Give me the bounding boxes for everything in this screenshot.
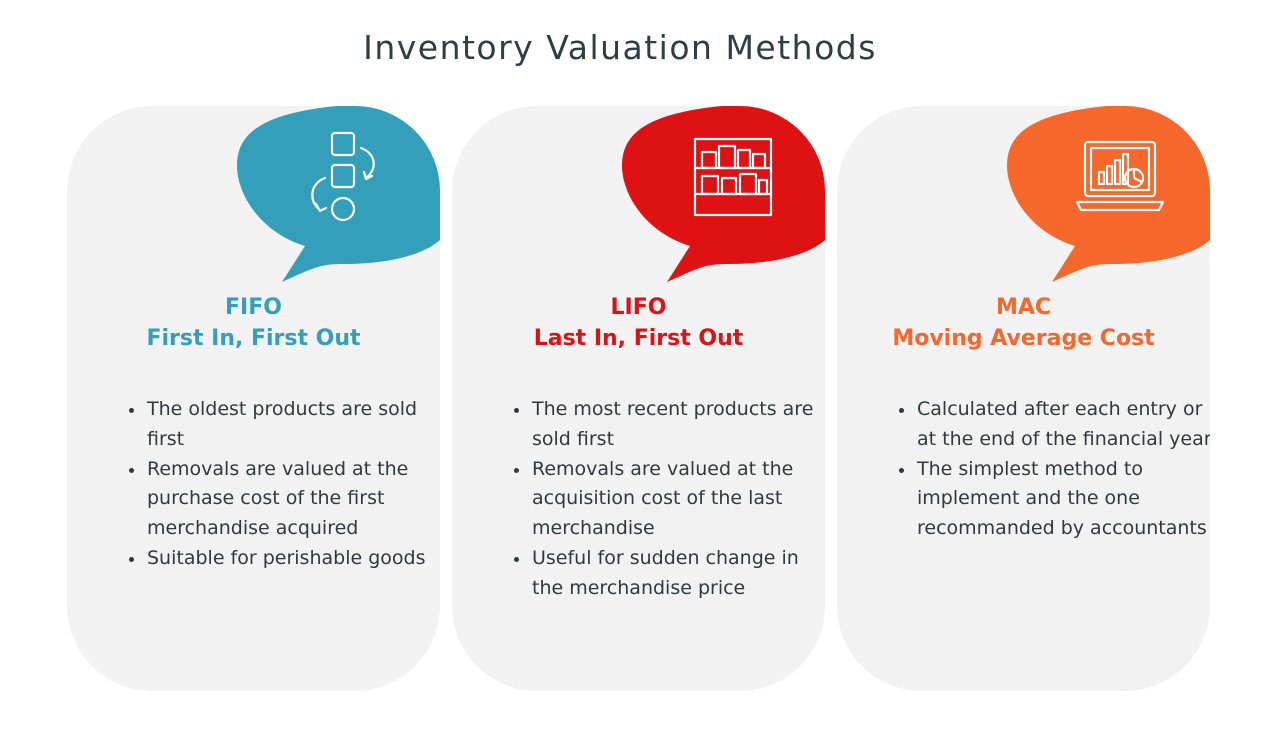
heading-fifo: FIFO First In, First Out — [67, 292, 440, 354]
list-item: Removals are valued at the acquisition c… — [530, 455, 825, 544]
list-item: The simplest method to implement and the… — [915, 455, 1210, 544]
heading-mac: MAC Moving Average Cost — [837, 292, 1210, 354]
bullet-list: Calculated after each entry or at the en… — [887, 395, 1210, 544]
list-item: Removals are valued at the purchase cost… — [145, 455, 440, 544]
card-mac: MAC Moving Average Cost Calculated after… — [837, 106, 1210, 691]
list-item: The most recent products are sold first — [530, 395, 825, 455]
card-fifo: FIFO First In, First Out The oldest prod… — [67, 106, 440, 691]
boxes-rotation-icon — [311, 131, 375, 222]
page-title: Inventory Valuation Methods — [363, 28, 877, 67]
method-abbr: LIFO — [610, 295, 667, 320]
card-lifo: LIFO Last In, First Out The most recent … — [452, 106, 825, 691]
heading-lifo: LIFO Last In, First Out — [452, 292, 825, 354]
laptop-chart-icon — [1075, 140, 1165, 212]
method-abbr: FIFO — [225, 295, 282, 320]
list-item: Useful for sudden change in the merchand… — [530, 544, 825, 604]
method-name: First In, First Out — [146, 326, 361, 351]
method-abbr: MAC — [995, 295, 1052, 320]
method-name: Last In, First Out — [533, 326, 744, 351]
list-item: The oldest products are sold first — [145, 395, 440, 455]
speech-bubble — [237, 106, 440, 282]
warehouse-shelf-icon — [693, 137, 773, 217]
bullet-list: The most recent products are sold first … — [502, 395, 825, 604]
speech-bubble — [1007, 106, 1210, 282]
list-item: Calculated after each entry or at the en… — [915, 395, 1210, 455]
method-name: Moving Average Cost — [892, 326, 1155, 351]
bullet-list: The oldest products are sold first Remov… — [117, 395, 440, 574]
speech-bubble — [622, 106, 825, 282]
list-item: Suitable for perishable goods — [145, 544, 440, 574]
